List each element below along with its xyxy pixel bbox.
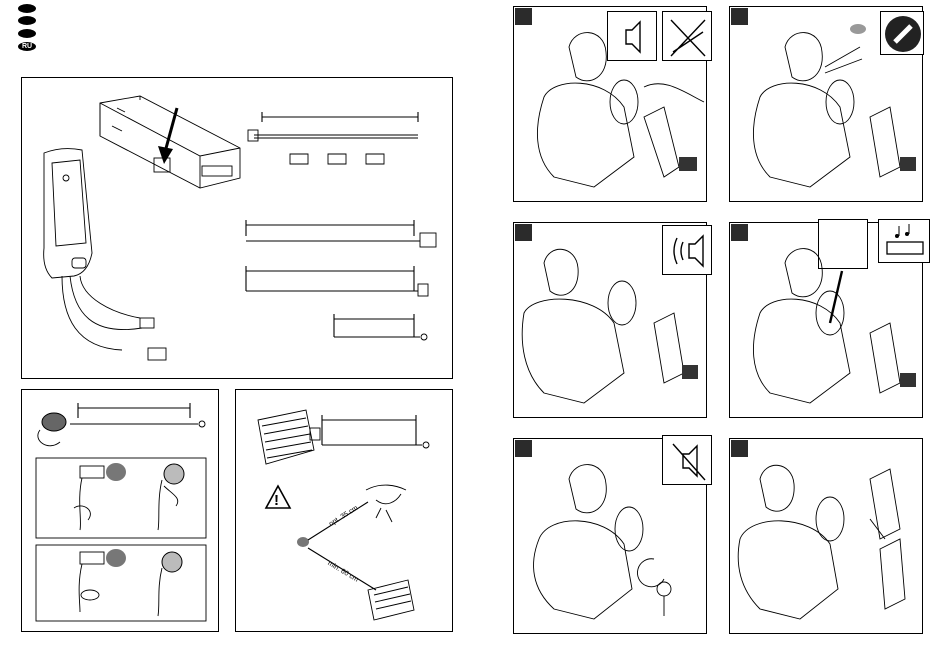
warning-symbol: ! bbox=[274, 492, 279, 509]
phone-cradle bbox=[44, 149, 166, 360]
scene-5-panel bbox=[513, 438, 707, 634]
ignition-arrow bbox=[637, 559, 664, 587]
installation-overview-drawing bbox=[22, 78, 454, 380]
microphone-mounting-panel bbox=[21, 389, 219, 632]
speech-icon bbox=[850, 24, 866, 34]
scene-1-driver bbox=[514, 7, 708, 203]
scene-4-driver bbox=[730, 223, 924, 419]
speaker-mounting-panel: ! opt. 35 cm min. 60 cm bbox=[235, 389, 453, 632]
cable-harness-2 bbox=[246, 220, 436, 247]
scene-2-driver bbox=[730, 7, 924, 203]
language-marker-ru: RU bbox=[18, 42, 36, 51]
installation-overview-panel bbox=[21, 77, 453, 379]
scene-1-panel bbox=[513, 6, 707, 202]
scene-6-panel bbox=[729, 438, 923, 634]
cable-harness-3 bbox=[246, 266, 428, 296]
scene-3-driver bbox=[514, 223, 708, 419]
control-unit bbox=[100, 96, 240, 188]
scene-2-panel bbox=[729, 6, 923, 202]
language-marker-3 bbox=[18, 29, 36, 38]
language-marker-2 bbox=[18, 16, 36, 25]
cable-harness-4 bbox=[334, 314, 427, 340]
language-marker-1 bbox=[18, 4, 36, 13]
scene-5-driver bbox=[514, 439, 708, 635]
cable-harness-1 bbox=[248, 112, 418, 164]
insert-arrow bbox=[154, 108, 177, 172]
scene-4-panel bbox=[729, 222, 923, 418]
scene-6-driver bbox=[730, 439, 924, 635]
scene-3-panel bbox=[513, 222, 707, 418]
microphone-drawing bbox=[22, 390, 220, 633]
